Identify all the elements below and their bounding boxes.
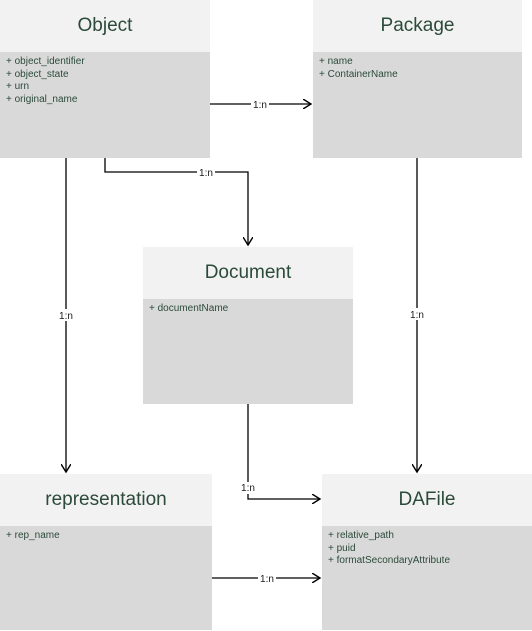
edge-label-bg [258, 572, 276, 584]
class-title-representation: representation [0, 474, 212, 526]
attribute-list-object: + object_identifier + object_state + urn… [0, 52, 210, 106]
edge-document-dafile [247, 404, 320, 499]
attribute-list-package: + name + ContainerName [313, 52, 522, 81]
attribute: + documentName [149, 303, 229, 314]
class-title-document: Document [143, 247, 353, 299]
class-title-dafile: DAFile [322, 474, 532, 526]
class-box-document[interactable]: Document + documentName [143, 247, 353, 404]
class-box-object[interactable]: Object + object_identifier + object_stat… [0, 0, 210, 158]
attribute: + original_name [6, 93, 78, 105]
attribute-list-dafile: + relative_path + puid + formatSecondary… [322, 526, 532, 568]
attribute-list-document: + documentName [143, 299, 353, 316]
attribute: + puid [328, 542, 356, 554]
attribute: + object_identifier [6, 56, 85, 67]
attribute: + formatSecondaryAttribute [328, 555, 451, 566]
edge-label-object-representation: 1:n [59, 311, 73, 322]
attribute: + object_state [6, 68, 69, 80]
edge-label-bg [197, 166, 215, 178]
class-title-object: Object [0, 0, 210, 52]
class-box-package[interactable]: Package + name + ContainerName [313, 0, 522, 158]
attribute: + urn [6, 81, 30, 92]
edge-label-bg [239, 482, 257, 494]
edge-label-document-dafile: 1:n [241, 483, 255, 494]
edge-label-representation-dafile: 1:n [260, 574, 274, 585]
attribute: + name [319, 56, 353, 67]
attribute: + ContainerName [319, 68, 398, 80]
edge-label-bg [408, 308, 426, 320]
edge-label-object-document: 1:n [199, 168, 213, 179]
attribute: + rep_name [6, 530, 60, 541]
edge-label-bg [57, 309, 75, 321]
class-title-package: Package [313, 0, 522, 52]
edge-object-document [104, 158, 248, 245]
edge-label-object-package: 1:n [253, 100, 267, 111]
attribute: + relative_path [328, 530, 394, 541]
edge-label-bg [251, 98, 269, 110]
class-box-dafile[interactable]: DAFile + relative_path + puid + formatSe… [322, 474, 532, 630]
class-box-representation[interactable]: representation + rep_name [0, 474, 212, 630]
attribute-list-representation: + rep_name [0, 526, 212, 543]
edge-label-package-dafile: 1:n [410, 310, 424, 321]
